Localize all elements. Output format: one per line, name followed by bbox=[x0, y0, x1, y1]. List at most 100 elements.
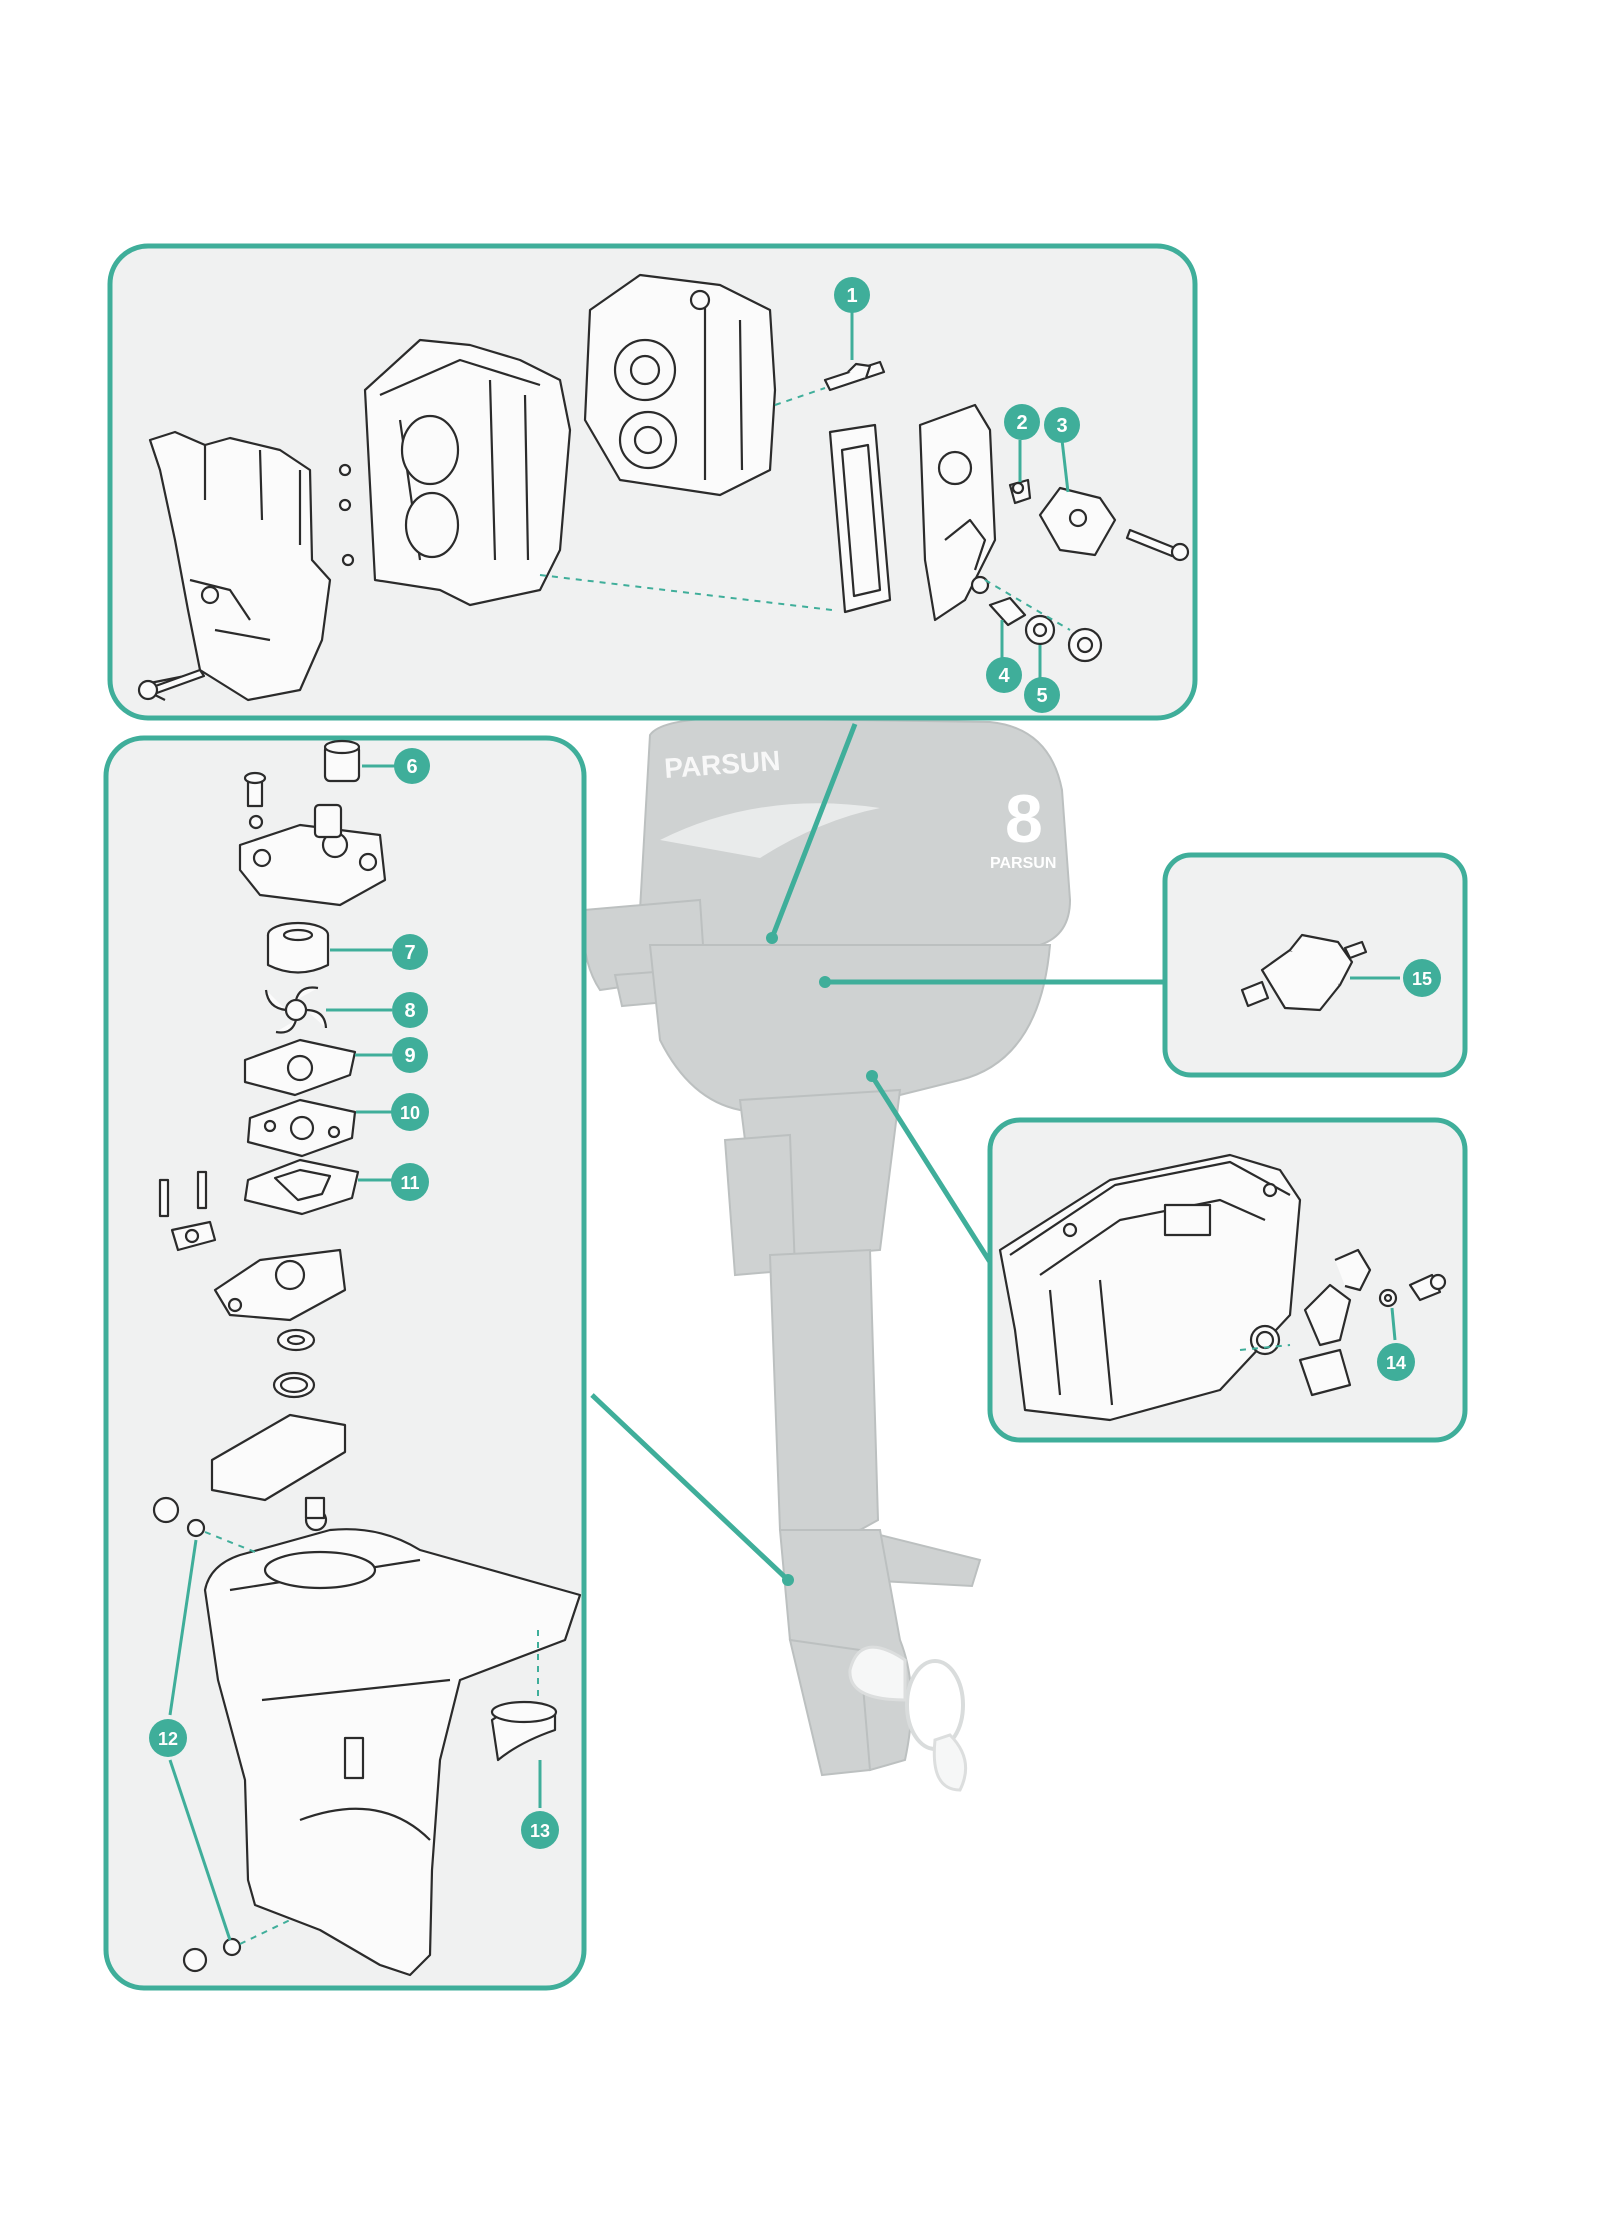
svg-text:5: 5 bbox=[1036, 685, 1047, 707]
svg-text:12: 12 bbox=[158, 1729, 178, 1749]
outer-plate-part bbox=[246, 1098, 357, 1158]
callout-10-badge[interactable]: 10 bbox=[391, 1093, 429, 1131]
head-cover-part bbox=[918, 403, 997, 622]
svg-text:8: 8 bbox=[404, 1000, 415, 1022]
spark-plug-leader bbox=[774, 387, 826, 406]
engine-propeller-hub bbox=[905, 1659, 965, 1751]
oil-pan-block-part bbox=[1298, 1348, 1352, 1397]
oil-pan-panel bbox=[987, 1117, 1468, 1443]
cowl-number-label: 8 bbox=[1005, 781, 1043, 857]
spark-plug-part bbox=[823, 360, 886, 392]
fuel-filter-panel bbox=[1162, 852, 1468, 1078]
callout-2-badge[interactable]: 2 bbox=[1004, 404, 1040, 440]
cylinder-head-part bbox=[583, 273, 777, 497]
long-bolt-part bbox=[1125, 528, 1190, 562]
leader-dot-fuel bbox=[819, 976, 831, 988]
oil-pan-part bbox=[998, 1153, 1302, 1422]
pump-bolt-part bbox=[243, 771, 267, 830]
drain-plug-upper-part bbox=[152, 1496, 206, 1538]
lower-gasket-part bbox=[210, 1413, 347, 1502]
callout-12-badge[interactable]: 12 bbox=[149, 1719, 187, 1757]
base-gasket-part bbox=[243, 1158, 360, 1216]
impeller-insert-part bbox=[266, 921, 330, 974]
leader-dot-top bbox=[766, 932, 778, 944]
washer-part bbox=[1024, 614, 1056, 646]
cylinder-block-part bbox=[338, 338, 572, 607]
svg-text:11: 11 bbox=[400, 1173, 419, 1193]
cowl-stripe bbox=[660, 803, 880, 858]
cap-part bbox=[1067, 627, 1103, 663]
callout-5-badge[interactable]: 5 bbox=[1024, 677, 1060, 713]
callout-3-line bbox=[1060, 439, 1070, 493]
svg-text:3: 3 bbox=[1056, 415, 1067, 437]
callout-11-badge[interactable]: 11 bbox=[391, 1163, 429, 1201]
bolt-part bbox=[137, 668, 206, 701]
oil-pan-clamp-part bbox=[1249, 1324, 1281, 1356]
plug-lower-leader bbox=[239, 1919, 291, 1945]
engine-propeller-blade-2 bbox=[932, 1733, 968, 1792]
pump-screws-part bbox=[158, 1170, 217, 1252]
lower-unit-panel bbox=[103, 735, 587, 1991]
pin-leader bbox=[984, 579, 1071, 631]
cowl-brand-label: PARSUN bbox=[990, 855, 1056, 872]
callout-3-badge[interactable]: 3 bbox=[1044, 407, 1080, 443]
callout-12-line-a bbox=[168, 1539, 198, 1716]
leader-pan-panel bbox=[869, 1074, 993, 1264]
svg-text:1: 1 bbox=[846, 285, 857, 307]
callout-12-line-b bbox=[168, 1759, 232, 1941]
callout-badges: 1 2 3 4 5 6 7 8 bbox=[149, 277, 1441, 1849]
oil-pan-washer-part bbox=[1378, 1288, 1398, 1308]
engine-silhouette bbox=[582, 716, 1072, 1792]
powerhead-panel bbox=[107, 243, 1198, 721]
svg-text:6: 6 bbox=[406, 756, 417, 778]
impeller-part bbox=[264, 986, 328, 1034]
fuel-filter-part bbox=[1240, 933, 1368, 1012]
small-bolt-part bbox=[1008, 478, 1032, 505]
leader-lower-panel bbox=[590, 1393, 790, 1582]
svg-text:7: 7 bbox=[404, 942, 415, 964]
head-gasket-part bbox=[828, 423, 892, 614]
svg-text:4: 4 bbox=[998, 665, 1010, 687]
pump-base-part bbox=[213, 1248, 347, 1322]
pin-part bbox=[988, 596, 1027, 627]
exhaust-housing-part bbox=[139, 430, 332, 702]
svg-text:13: 13 bbox=[530, 1821, 550, 1841]
grommet-part bbox=[323, 739, 361, 783]
block-to-gasket-leader bbox=[539, 574, 833, 611]
callout-14-line bbox=[1390, 1307, 1397, 1341]
callout-8-badge[interactable]: 8 bbox=[392, 992, 428, 1028]
svg-text:2: 2 bbox=[1016, 412, 1027, 434]
svg-text:9: 9 bbox=[404, 1045, 415, 1067]
callout-15-badge[interactable]: 15 bbox=[1403, 959, 1441, 997]
gearcase-part bbox=[203, 1496, 582, 1977]
svg-text:10: 10 bbox=[400, 1103, 420, 1123]
pump-gasket-part bbox=[243, 1038, 357, 1097]
svg-text:14: 14 bbox=[1386, 1353, 1406, 1373]
callout-1-badge[interactable]: 1 bbox=[834, 277, 870, 313]
leader-lines bbox=[590, 723, 1165, 1586]
o-ring-part bbox=[272, 1371, 316, 1399]
leader-dot-lower bbox=[782, 1574, 794, 1586]
oil-seal-part bbox=[276, 1328, 316, 1352]
callout-4-badge[interactable]: 4 bbox=[986, 657, 1022, 693]
oil-pan-bolt-part bbox=[1408, 1273, 1447, 1302]
oil-pan-elbow-part bbox=[1303, 1248, 1372, 1347]
callout-13-badge[interactable]: 13 bbox=[521, 1811, 559, 1849]
callout-14-badge[interactable]: 14 bbox=[1377, 1343, 1415, 1381]
plug-upper-leader bbox=[204, 1531, 256, 1553]
pump-housing-part bbox=[238, 803, 387, 907]
anode-part bbox=[490, 1700, 558, 1762]
callout-9-badge[interactable]: 9 bbox=[392, 1037, 428, 1073]
bracket-part bbox=[1038, 486, 1117, 557]
oil-pan-leader bbox=[1239, 1344, 1291, 1351]
engine-lower-cowl bbox=[648, 944, 1052, 1112]
leader-dot-pan bbox=[866, 1070, 878, 1082]
engine-propeller-blade-1 bbox=[848, 1645, 907, 1702]
drain-plug-lower-part bbox=[182, 1937, 242, 1973]
callout-7-badge[interactable]: 7 bbox=[392, 934, 428, 970]
callout-6-badge[interactable]: 6 bbox=[394, 748, 430, 784]
leader-top-panel bbox=[769, 723, 858, 939]
svg-text:15: 15 bbox=[1412, 969, 1432, 989]
engine-shaft bbox=[768, 1248, 880, 1531]
